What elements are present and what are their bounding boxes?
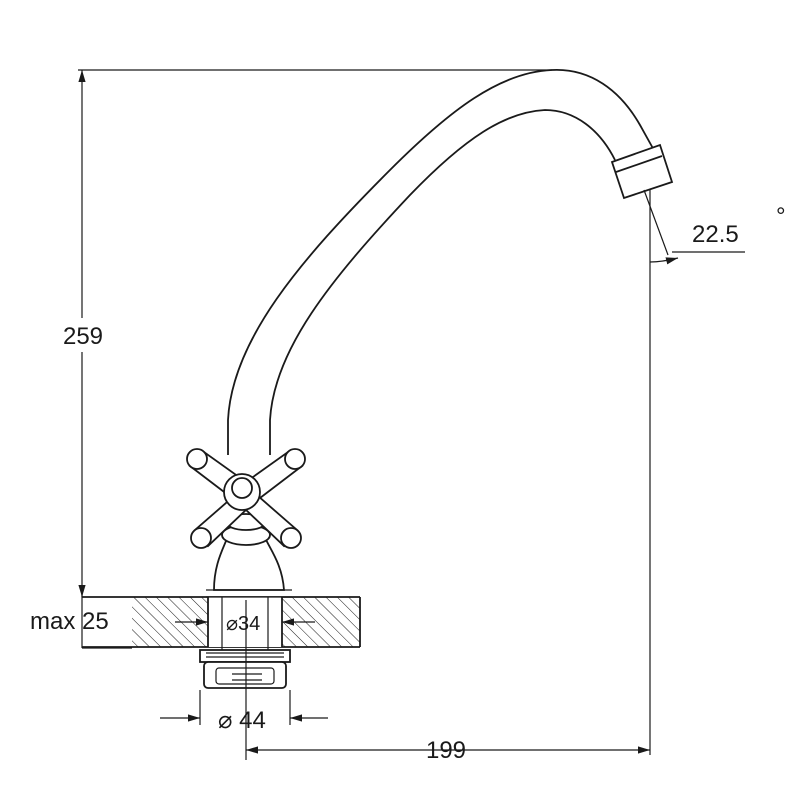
inner-diameter-label: ⌀34 (226, 613, 260, 635)
mounting-nut (199, 649, 291, 689)
cross-handle (186, 448, 306, 549)
outer-diameter-dimension (160, 690, 328, 725)
faucet-body (206, 513, 292, 598)
depth-dimension (81, 588, 132, 649)
spout (227, 69, 674, 455)
height-label: 259 (63, 323, 103, 350)
max-depth-label: max 25 (30, 608, 109, 635)
angle-value-label: 22.5 (692, 221, 739, 248)
height-dimension (55, 69, 552, 597)
angle-dimension (643, 189, 745, 755)
angle-unit-label: ° (776, 203, 786, 230)
outer-diameter-label: ⌀ 44 (218, 707, 266, 734)
reach-dimension (245, 600, 650, 760)
countertop-slab (82, 596, 361, 652)
reach-label: 199 (426, 737, 466, 764)
